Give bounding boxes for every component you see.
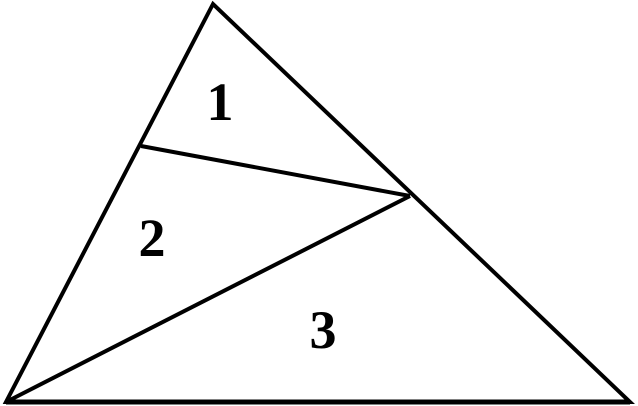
region-label-2: 2 bbox=[139, 208, 166, 268]
segment-lower bbox=[5, 194, 411, 404]
region-label-3: 3 bbox=[310, 300, 337, 360]
region-label-1: 1 bbox=[207, 72, 234, 132]
segment-upper bbox=[140, 144, 411, 198]
